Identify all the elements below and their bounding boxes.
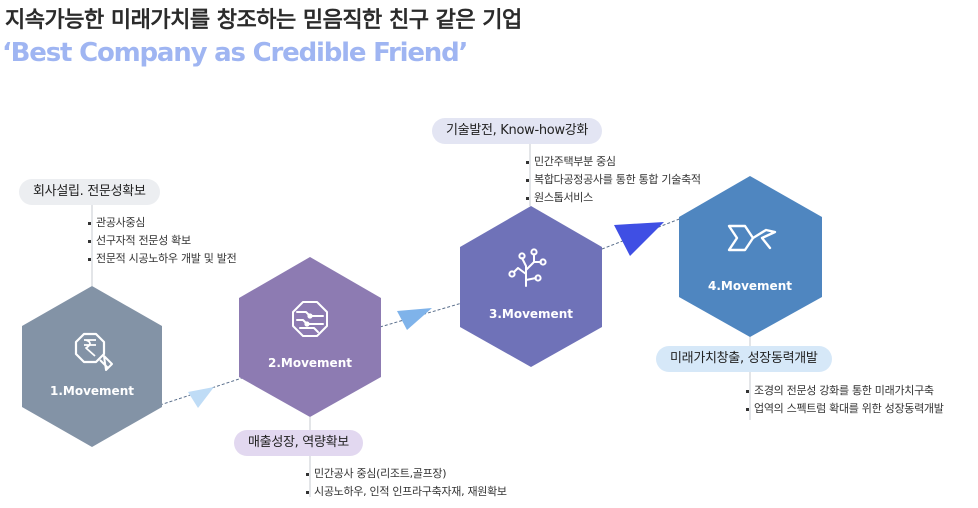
step-2-label: 2.Movement — [268, 356, 352, 370]
connector-arrow-1-2 — [188, 387, 214, 408]
step-1-pill: 회사설립. 전문성확보 — [19, 179, 160, 205]
step-2-pill: 매출성장, 역량확보 — [234, 430, 363, 456]
connector-arrow-3-4 — [614, 222, 664, 256]
step-3-list: 민간주택부분 중심 복합다공정공사를 통한 통합 기술축적 원스톱서비스 — [526, 153, 701, 207]
step-3-label: 3.Movement — [489, 307, 573, 321]
step-4-pill: 미래가치창출, 성장동력개발 — [656, 346, 832, 372]
list-item: 업역의 스펙트럼 확대를 위한 성장동력개발 — [746, 400, 944, 418]
hexagon-step-1 — [22, 286, 162, 447]
hexagon-step-4 — [679, 176, 822, 337]
hexagon-step-3 — [460, 206, 602, 367]
circuit-brain-icon — [292, 301, 328, 337]
connector-1-2 — [159, 377, 243, 406]
step-4-list: 조경의 전문성 강화를 통한 미래가치구축 업역의 스펙트럼 확대를 위한 성장… — [746, 382, 944, 418]
step-3-pill: 기술발전, Know-how강화 — [432, 118, 603, 144]
list-item: 전문적 시공노하우 개발 및 발전 — [88, 250, 237, 268]
step-1-label: 1.Movement — [50, 384, 134, 398]
connector-arrow-2-3 — [397, 308, 432, 330]
list-item: 조경의 전문성 강화를 통한 미래가치구축 — [746, 382, 944, 400]
rupee-hexagon-hand-icon — [74, 332, 113, 371]
bird-arrow-icon — [727, 224, 777, 252]
list-item: 민간주택부분 중심 — [526, 153, 701, 171]
step-1-list: 관공사중심 선구자적 전문성 확보 전문적 시공노하우 개발 및 발전 — [88, 214, 237, 268]
list-item: 민간공사 중심(리조트,골프장) — [306, 465, 507, 483]
branching-tree-icon — [508, 248, 547, 287]
page-subtitle: ‘Best Company as Credible Friend’ — [2, 38, 468, 68]
page-title: 지속가능한 미래가치를 창조하는 믿음직한 친구 같은 기업 — [5, 8, 522, 33]
list-item: 선구자적 전문성 확보 — [88, 232, 236, 250]
list-item: 관공사중심 — [88, 214, 236, 232]
list-item: 시공노하우, 인적 인프라구축자재, 재원확보 — [306, 483, 507, 501]
step-2-list: 민간공사 중심(리조트,골프장) 시공노하우, 인적 인프라구축자재, 재원확보 — [306, 465, 507, 501]
step-4-label: 4.Movement — [708, 279, 792, 293]
list-item: 복합다공정공사를 통한 통합 기술축적 — [526, 171, 701, 189]
list-item-continued: 원스톱서비스 — [526, 189, 701, 207]
